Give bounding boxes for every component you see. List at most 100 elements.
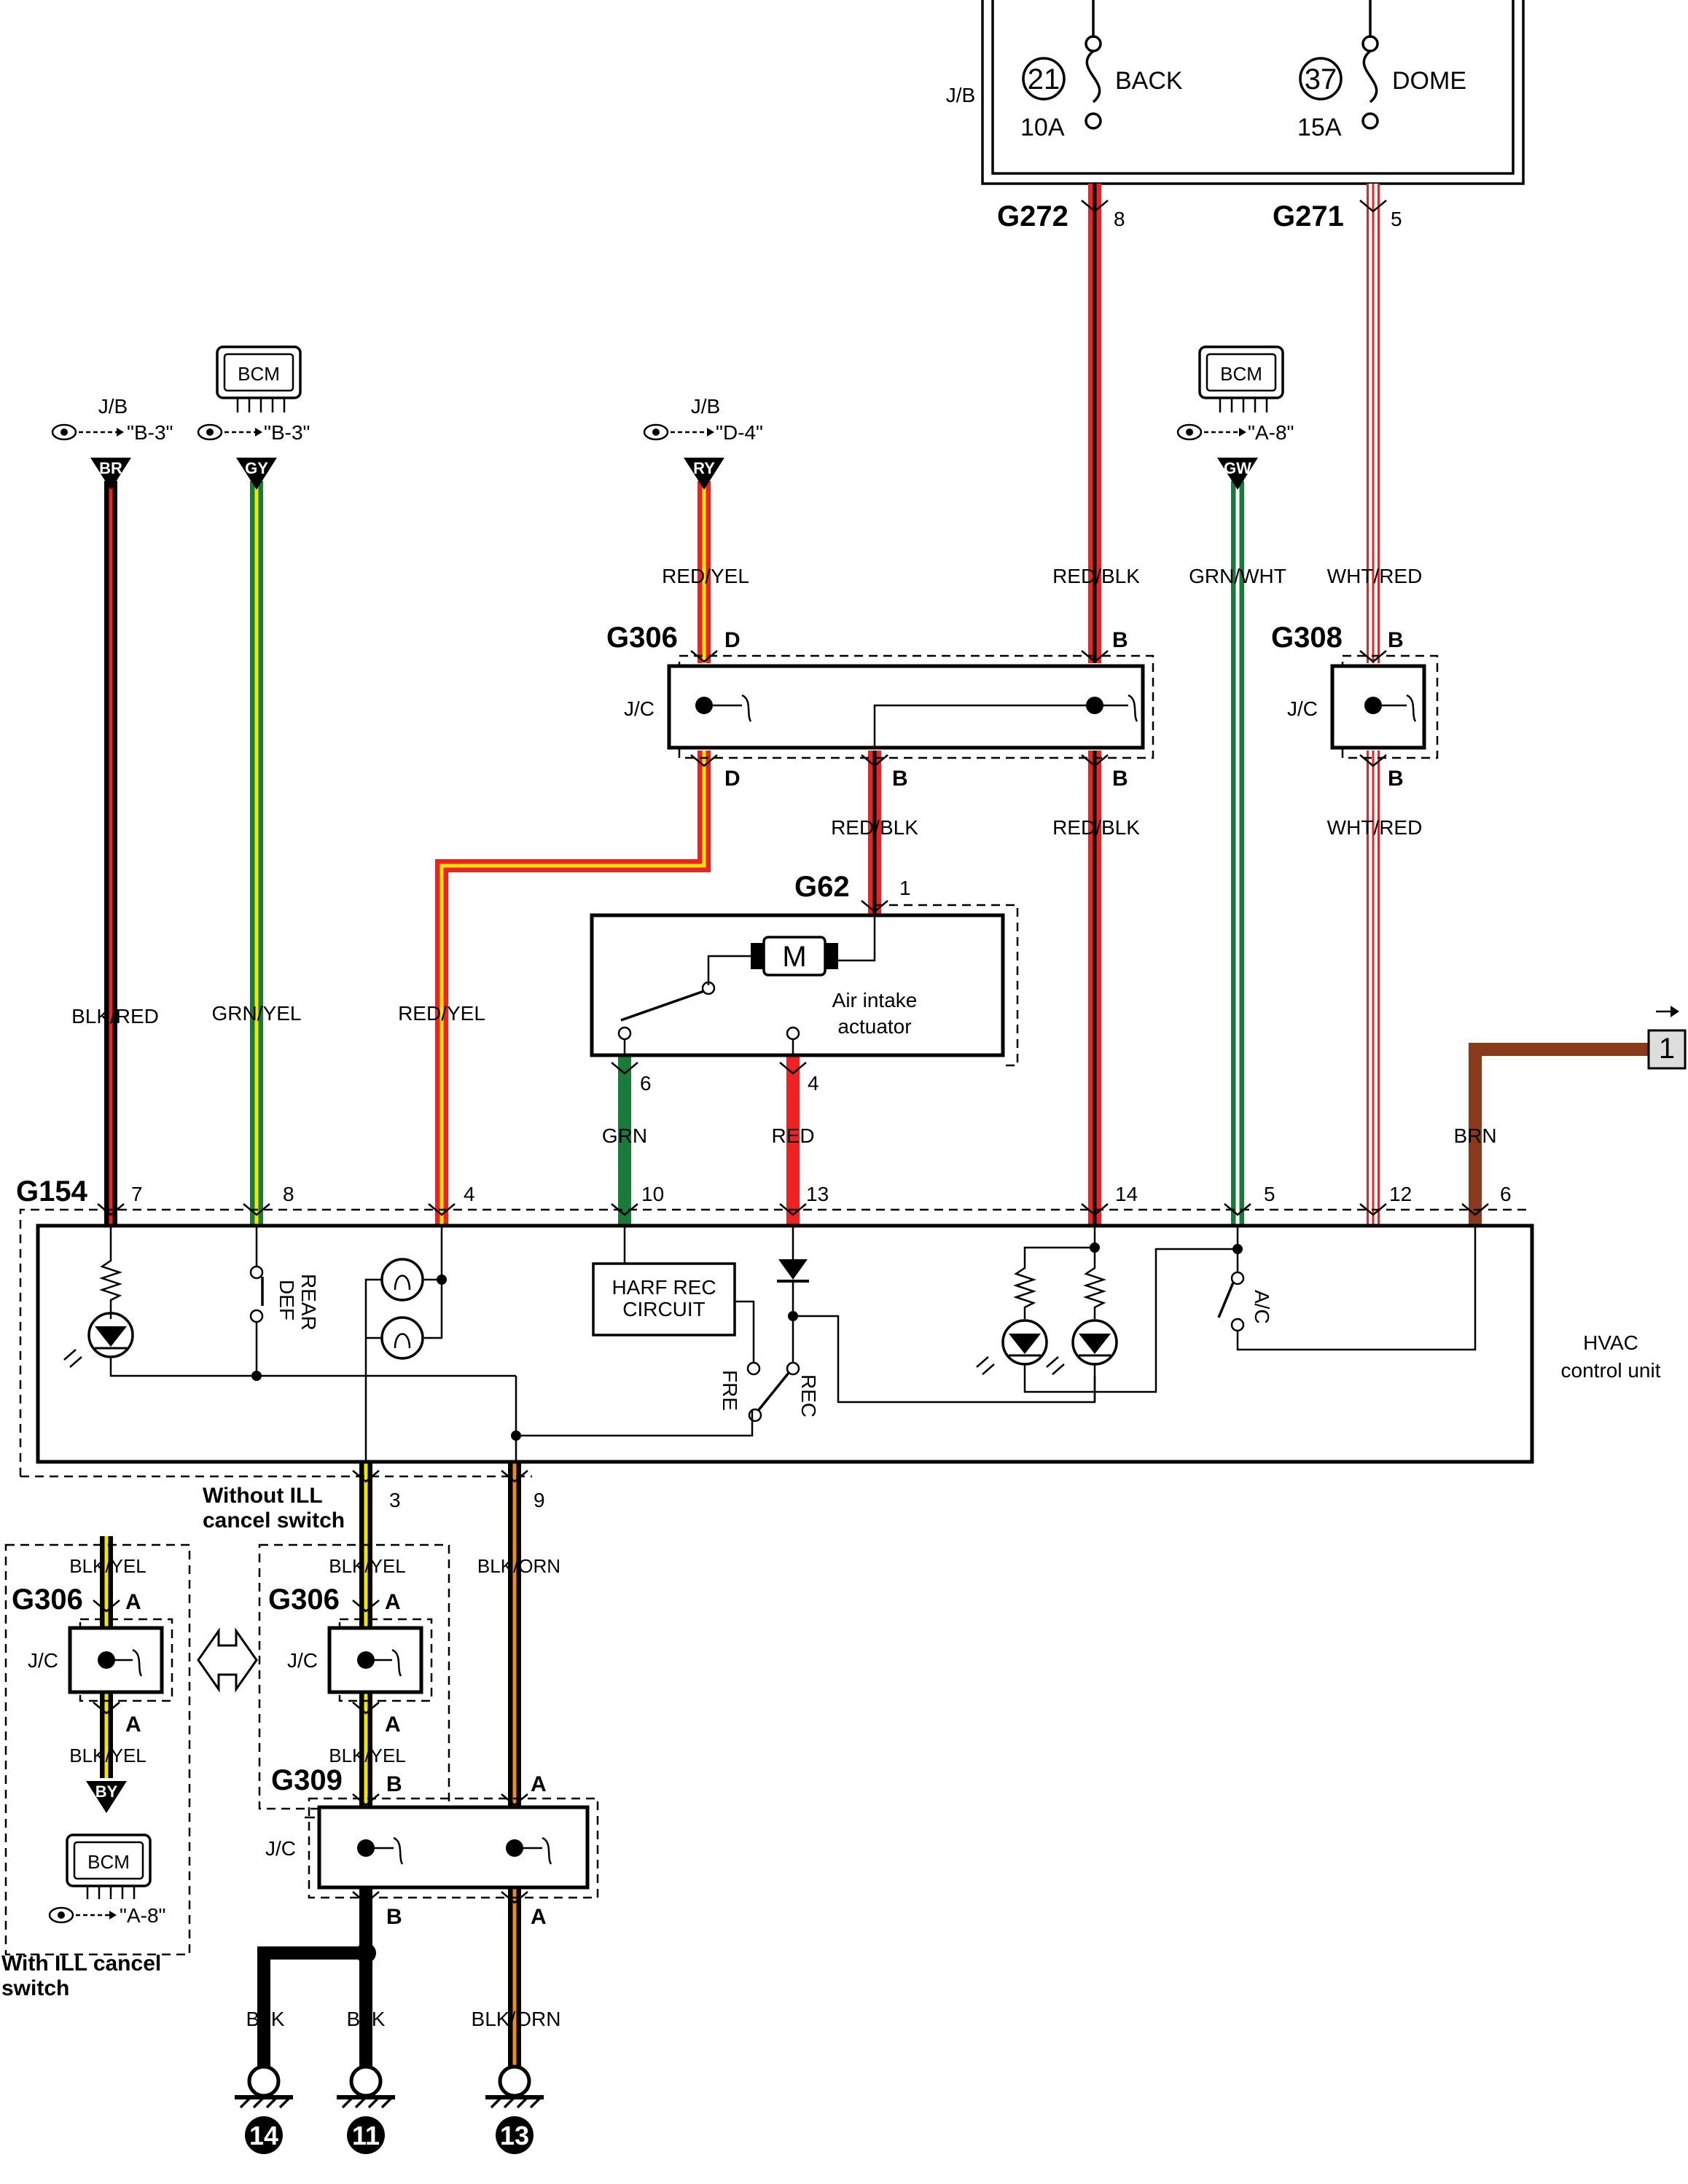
junction-connector-g308: G308 J/C B B <box>1271 622 1439 791</box>
variant-with-ill-cancel: BLK/YEL G306 A J/C A BLK/YEL BY BCM "A-8… <box>4 1543 191 1956</box>
bcm-module-icon <box>1198 345 1284 399</box>
ground-terminal-icon <box>349 2064 383 2098</box>
pin-label: D <box>724 628 741 652</box>
eye-arrow-icon <box>1176 423 1246 441</box>
wire-label: RED/BLK <box>1052 565 1140 587</box>
wire-label: RED/BLK <box>1052 816 1140 839</box>
bcm-module-icon <box>66 1833 152 1887</box>
connector-id: G306 <box>12 1584 83 1616</box>
ground-number-circle <box>245 2116 283 2154</box>
wire-tag-triangle <box>684 458 724 490</box>
wire-tag: RY <box>693 459 715 477</box>
ground-11: 11 <box>337 2064 395 2154</box>
arrow-right-icon <box>1671 1006 1679 1017</box>
wire-tag: BR <box>99 459 122 477</box>
fre-label: FRE <box>719 1370 741 1411</box>
pin-label: 13 <box>806 1183 829 1205</box>
jc-body <box>667 664 1145 750</box>
ground-number: 13 <box>500 2121 529 2150</box>
pin-label: B <box>1388 767 1404 791</box>
pin-label: 4 <box>464 1183 475 1205</box>
ground-number-circle <box>496 2116 534 2154</box>
wire-tag-triangle <box>90 458 131 490</box>
wire-label: BRN <box>1453 1124 1496 1147</box>
source-ref: "D-4" <box>716 421 763 444</box>
pin-label: B <box>1388 628 1404 652</box>
source-module-label: J/B <box>691 395 720 418</box>
jc-label: J/C <box>287 1649 318 1672</box>
eye-arrow-icon <box>48 1906 117 1924</box>
eye-arrow-icon <box>197 423 262 441</box>
wire-tag-triangle <box>1217 458 1258 490</box>
fuse-number-circle <box>1022 57 1066 101</box>
pin-label: 7 <box>131 1183 143 1205</box>
wire-label: WHT/RED <box>1327 816 1423 839</box>
connector-id: G62 <box>794 871 850 903</box>
pin-label: 3 <box>389 1489 401 1511</box>
wire-label: BLK <box>246 2008 285 2030</box>
fuse-rating: 10A <box>1020 114 1065 141</box>
pin-label: 4 <box>808 1072 819 1095</box>
rear-def-label: DEF <box>276 1280 298 1320</box>
junction-connector-g306-top: G306 J/C D B D B B <box>606 622 1154 791</box>
source-jb-br: J/B "B-3" BR <box>51 395 173 490</box>
wire-labels-upper: RED/YEL RED/BLK GRN/WHT WHT/RED RED/BLK … <box>71 565 1496 1147</box>
component-hvac-control-unit: G154 7 8 4 10 13 14 5 12 6 3 9 <box>16 1175 1661 1511</box>
wire-label: GRN/WHT <box>1189 565 1286 587</box>
fuse-number: 37 <box>1305 63 1337 95</box>
connector-id: G308 <box>1271 622 1343 654</box>
jc-label: J/C <box>624 697 655 720</box>
ground-number-circle <box>347 2116 385 2154</box>
wire-label: BLK/YEL <box>69 1555 146 1577</box>
wire-label: GRN/YEL <box>212 1002 302 1025</box>
pin-label: 6 <box>640 1072 652 1095</box>
wire-label: BLK/RED <box>71 1005 159 1028</box>
wires <box>100 184 1649 2066</box>
jc-label: J/C <box>265 1837 296 1860</box>
connector-id: G306 <box>268 1584 340 1616</box>
wire-tag: GW <box>1224 459 1251 477</box>
pin-label: B <box>1112 767 1128 791</box>
pin-label: 1 <box>899 877 911 899</box>
ground-14: 14 <box>235 2064 293 2154</box>
pin-label: B <box>386 1772 402 1796</box>
wire-label: BLK <box>347 2008 386 2030</box>
wire-label: RED/YEL <box>662 565 749 587</box>
pin-label: A <box>125 1713 141 1737</box>
wire-label: GRN <box>602 1124 647 1147</box>
wire-tag: GY <box>245 459 268 477</box>
diode-icon <box>778 1259 808 1280</box>
g154-pin-marks <box>97 1203 1489 1483</box>
source-bcm-gw: BCM "A-8" GW <box>1176 345 1294 490</box>
pin-label: 10 <box>641 1183 664 1205</box>
pin-label: B <box>386 1905 402 1929</box>
connector-id: G272 <box>997 200 1068 232</box>
source-bcm-gy: BCM "B-3" GY <box>197 345 310 490</box>
wire-label: RED <box>771 1124 814 1147</box>
junction-block-top: J/B 21 BACK 10A 37 DOME 15A <box>946 0 1525 185</box>
pin-label: 14 <box>1115 1183 1138 1205</box>
pin-label: 6 <box>1500 1183 1512 1205</box>
connector-pin: 5 <box>1391 208 1402 230</box>
bcm-label: BCM <box>87 1851 130 1873</box>
pin-label: D <box>724 767 741 791</box>
bcm-module-icon <box>216 345 302 399</box>
wire-label: RED/YEL <box>398 1002 485 1025</box>
connector-g272: G272 8 <box>997 200 1125 232</box>
offpage-connector-1: 1 <box>1647 1006 1687 1070</box>
source-ref: "A-8" <box>1248 421 1294 444</box>
wire-label: BLK/YEL <box>329 1555 406 1577</box>
source-jb-ry: J/B "D-4" RY <box>643 395 763 490</box>
pin-label: A <box>531 1772 547 1796</box>
connector-id: G154 <box>16 1175 88 1208</box>
source-ref: "B-3" <box>127 421 173 444</box>
ac-label: A/C <box>1251 1290 1273 1324</box>
motor-label: M <box>782 941 806 973</box>
jc-label: J/C <box>1287 697 1318 720</box>
component-name: HVAC <box>1583 1331 1638 1354</box>
wire-label: RED/BLK <box>831 816 918 839</box>
component-name: control unit <box>1561 1359 1661 1382</box>
pin-label: B <box>1112 628 1128 652</box>
harf-label: CIRCUIT <box>622 1298 706 1320</box>
wire-tag-triangle <box>236 458 277 490</box>
